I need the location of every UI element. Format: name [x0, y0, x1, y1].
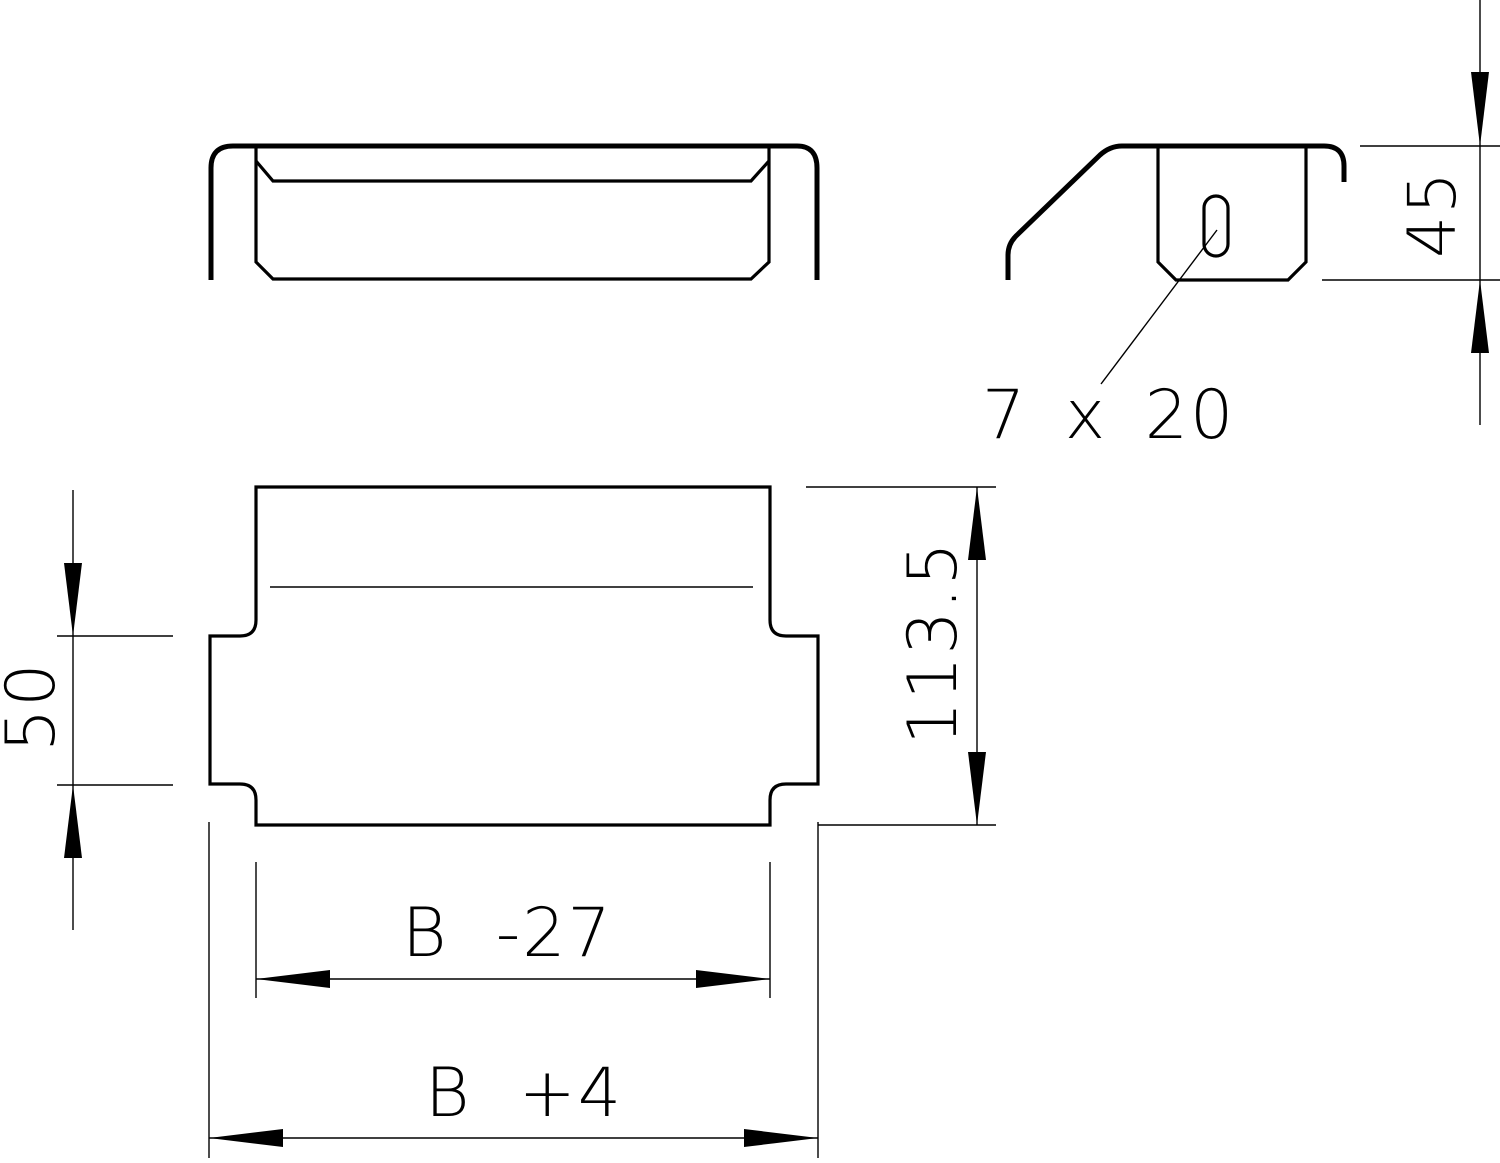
front-view [208, 143, 820, 281]
slot [1202, 194, 1230, 258]
length-dimension-label: 113.5 [894, 540, 973, 745]
slot-dimension-label: 7 x 20 [982, 376, 1236, 455]
inner-width-dimension-label: B -27 [402, 894, 613, 973]
tab-width-dimension-label: 50 [0, 661, 71, 752]
outer-width-dimension-label: B +4 [425, 1054, 623, 1133]
flat-pattern-view [57, 485, 996, 1158]
side-view [1005, 0, 1500, 425]
height-dimension-label: 45 [1394, 170, 1471, 258]
